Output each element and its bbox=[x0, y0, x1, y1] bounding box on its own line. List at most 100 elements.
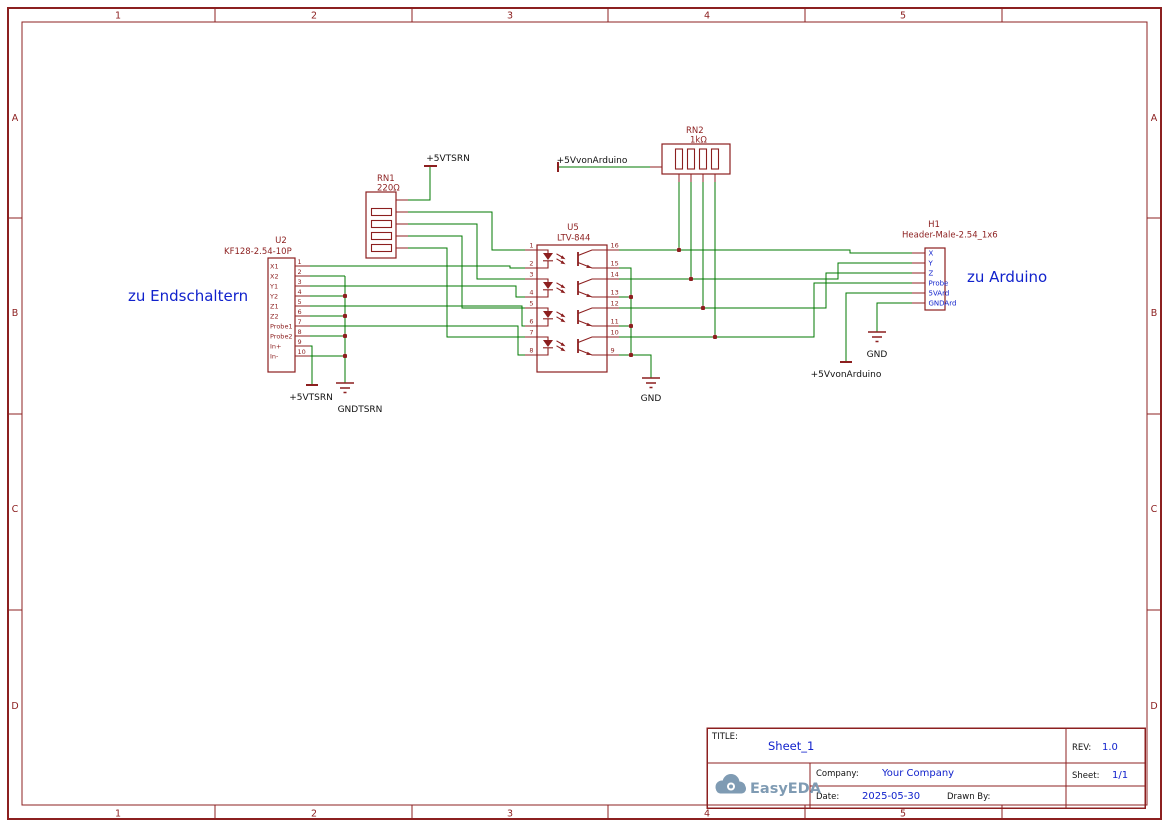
wire bbox=[310, 305, 525, 327]
netflag-label: +5VvonArduino bbox=[811, 370, 882, 380]
rev-value[interactable]: 1.0 bbox=[1102, 742, 1118, 753]
title-label: TITLE: bbox=[711, 732, 738, 742]
wire bbox=[310, 265, 525, 269]
rn2-value[interactable]: 1kΩ bbox=[690, 136, 707, 146]
sheet-value[interactable]: 1/1 bbox=[1112, 770, 1128, 781]
component-u5-optocoupler[interactable]: U5 LTV-844 1 2 3 4 5 6 7 8 16 15 14 13 1… bbox=[525, 223, 619, 373]
annotation-zu-endschaltern[interactable]: zu Endschaltern bbox=[128, 287, 248, 305]
netflag-5varduino-top[interactable]: +5VvonArduino bbox=[557, 156, 628, 172]
rev-label: REV: bbox=[1072, 743, 1091, 753]
component-h1-header[interactable]: H1 Header-Male-2.54_1x6 X Y Z Probe 5VAr… bbox=[902, 220, 998, 311]
junction-dot bbox=[688, 276, 694, 282]
ground-symbol bbox=[336, 382, 354, 394]
date-value[interactable]: 2025-05-30 bbox=[862, 791, 920, 802]
u2-ref[interactable]: U2 bbox=[275, 236, 287, 246]
netflag-gndtsrn[interactable]: GNDTSRN bbox=[336, 382, 383, 415]
netflag-gnd-mid[interactable]: GND bbox=[641, 377, 662, 404]
frame-col-label: 4 bbox=[704, 11, 710, 22]
wires[interactable] bbox=[310, 166, 912, 385]
u2-pin-name: Z2 bbox=[270, 313, 279, 321]
u5-pin-number: 5 bbox=[529, 300, 533, 308]
junction-dot bbox=[700, 305, 706, 311]
wire bbox=[408, 247, 525, 338]
wire bbox=[310, 285, 525, 298]
u2-pin-number: 4 bbox=[298, 288, 302, 296]
h1-ref[interactable]: H1 bbox=[928, 220, 940, 230]
date-label: Date: bbox=[816, 792, 839, 802]
title-value[interactable]: Sheet_1 bbox=[768, 739, 814, 753]
rn1-ref[interactable]: RN1 bbox=[377, 174, 395, 184]
netflag-label: GND bbox=[867, 350, 888, 360]
junction-dot bbox=[628, 294, 634, 300]
u2-pin-name: Y1 bbox=[269, 283, 278, 291]
h1-pin-name: Z bbox=[929, 270, 934, 278]
netflag-gnd-right[interactable]: GND bbox=[867, 331, 888, 360]
wire bbox=[408, 166, 431, 201]
u5-pin-number: 15 bbox=[611, 260, 619, 268]
wire bbox=[408, 235, 525, 309]
wire bbox=[408, 223, 525, 280]
frame-col-label: 2 bbox=[311, 809, 317, 820]
h1-pin-name: Probe bbox=[929, 280, 949, 288]
u2-pin-name: X2 bbox=[270, 273, 279, 281]
netflag-label: GNDTSRN bbox=[338, 405, 383, 415]
frame-col-label: 1 bbox=[115, 809, 121, 820]
component-rn1-resistor-network[interactable]: RN1 220Ω bbox=[365, 174, 408, 259]
frame-row-label: B bbox=[12, 308, 19, 319]
frame-col-label: 3 bbox=[507, 809, 513, 820]
rn1-value[interactable]: 220Ω bbox=[377, 184, 400, 194]
drawn-by-label: Drawn By: bbox=[947, 792, 990, 802]
netflag-5vtsrn-top[interactable]: +5VTSRN bbox=[424, 154, 470, 167]
u5-pin-number: 2 bbox=[529, 260, 533, 268]
u5-pin-number: 14 bbox=[611, 271, 619, 279]
junction-dot bbox=[342, 353, 348, 359]
wire bbox=[310, 325, 525, 356]
frame-col-label: 5 bbox=[900, 809, 906, 820]
junction-dot bbox=[676, 247, 682, 253]
wire bbox=[408, 211, 525, 251]
company-label: Company: bbox=[816, 769, 859, 779]
ground-symbol bbox=[642, 377, 660, 389]
u5-pin-number: 3 bbox=[529, 271, 533, 279]
u2-pin-number: 9 bbox=[298, 338, 302, 346]
u2-pin-number: 10 bbox=[298, 348, 306, 356]
u2-value[interactable]: KF128-2.54-10P bbox=[224, 247, 292, 257]
annotation-zu-arduino[interactable]: zu Arduino bbox=[967, 268, 1047, 286]
netflag-5varduino-right[interactable]: +5VvonArduino bbox=[811, 361, 882, 380]
frame-row-label: D bbox=[1150, 701, 1157, 712]
rn2-ref[interactable]: RN2 bbox=[686, 126, 704, 136]
u5-pin-number: 16 bbox=[611, 242, 619, 250]
sheet-label: Sheet: bbox=[1072, 771, 1099, 781]
netflag-label: +5VTSRN bbox=[289, 393, 333, 403]
u2-pin-number: 5 bbox=[298, 298, 302, 306]
netflag-label: +5VTSRN bbox=[426, 154, 470, 164]
h1-value[interactable]: Header-Male-2.54_1x6 bbox=[902, 231, 998, 241]
wire bbox=[310, 345, 313, 385]
netflag-label: +5VvonArduino bbox=[557, 156, 628, 166]
sheet-frame: 1 2 3 4 5 1 2 3 4 5 A B C D A B C D bbox=[7, 7, 1162, 820]
company-value[interactable]: Your Company bbox=[881, 768, 954, 779]
u5-pin-number: 11 bbox=[611, 318, 619, 326]
u2-pin-name: In- bbox=[270, 353, 279, 361]
u2-pin-name: Y2 bbox=[269, 293, 278, 301]
u5-pin-number: 8 bbox=[529, 347, 533, 355]
junction-dot bbox=[628, 323, 634, 329]
junction-dot bbox=[342, 333, 348, 339]
u5-pin-number: 7 bbox=[529, 329, 533, 337]
h1-pin-name: 5VArd bbox=[929, 290, 950, 298]
component-rn2-resistor-network[interactable]: RN2 1kΩ bbox=[650, 126, 731, 182]
component-u2-terminal-block[interactable]: U2 KF128-2.54-10P X1 X2 Y1 Y2 Z1 Z2 Prob… bbox=[224, 236, 310, 373]
frame-col-label: 1 bbox=[115, 11, 121, 22]
u5-ref[interactable]: U5 bbox=[567, 223, 579, 233]
frame-col-label: 4 bbox=[704, 809, 710, 820]
u5-pin-number: 9 bbox=[611, 347, 615, 355]
netflag-5vtsrn-bottom[interactable]: +5VTSRN bbox=[289, 384, 333, 403]
ground-symbol bbox=[868, 331, 886, 343]
wire bbox=[876, 302, 912, 332]
junction-dot bbox=[342, 293, 348, 299]
u2-pin-number: 8 bbox=[298, 328, 302, 336]
u2-pin-name: In+ bbox=[270, 343, 281, 351]
u5-value[interactable]: LTV-844 bbox=[557, 234, 590, 244]
